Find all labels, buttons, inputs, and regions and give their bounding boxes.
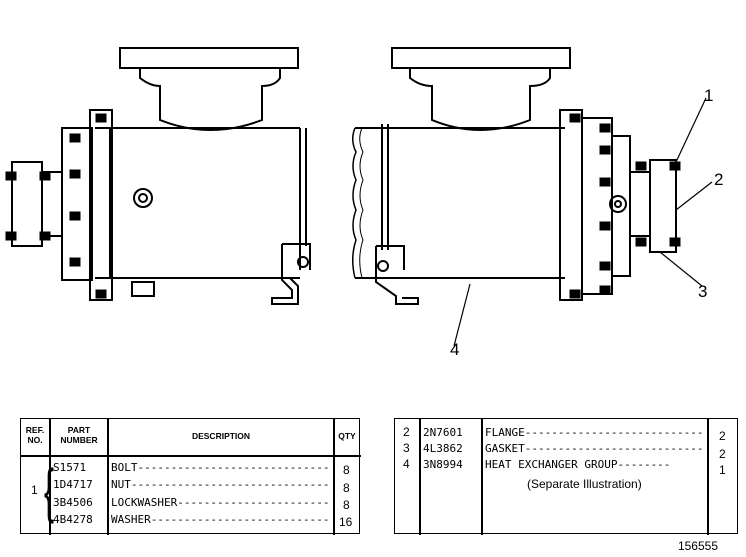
right-top-neck xyxy=(409,68,551,131)
right-row-1-qty: 2 xyxy=(719,429,726,443)
right-parts-table: 2 2N7601 FLANGE-------------------------… xyxy=(394,418,738,535)
leader-4 xyxy=(453,283,471,347)
right-cover-flange xyxy=(649,159,677,253)
left-row-3-part: 3B4506 xyxy=(53,496,93,509)
right-top-flange xyxy=(391,47,571,69)
callout-3: 3 xyxy=(698,282,708,301)
left-row-1-desc: BOLT----------------------------- xyxy=(111,461,330,474)
header-part-number: PART NUMBER xyxy=(60,425,98,445)
right-row-3-part: 3N8994 xyxy=(423,458,463,471)
break-line xyxy=(352,127,357,279)
left-row-3-qty: 8 xyxy=(343,498,350,512)
right-bracket xyxy=(375,124,419,305)
left-row-2-desc: NUT------------------------------ xyxy=(111,478,330,491)
left-top-neck xyxy=(139,68,281,131)
left-row-2-qty: 8 xyxy=(343,481,350,495)
left-top-flange xyxy=(119,47,299,69)
left-row-4-part: 4B4278 xyxy=(53,513,93,526)
callout-1: 1 xyxy=(704,86,714,105)
leader-1 xyxy=(675,97,707,163)
left-row-1-part: S1571 xyxy=(53,461,87,474)
right-cover-body xyxy=(629,171,651,237)
right-row-2-qty: 2 xyxy=(719,447,726,461)
leader-2 xyxy=(675,181,713,211)
heat-exchanger-drawing xyxy=(5,47,713,347)
right-row-1-ref: 2 xyxy=(403,425,410,439)
right-row-3-qty: 1 xyxy=(719,463,726,477)
figure-number: 156555 xyxy=(677,539,718,553)
callout-2: 2 xyxy=(714,170,724,189)
left-row-2-part: 1D4717 xyxy=(53,478,93,491)
right-row-3-desc: HEAT EXCHANGER GROUP-------- xyxy=(485,458,671,471)
right-row-2-desc: GASKET--------------------------- xyxy=(485,442,704,455)
left-row-3-desc: LOCKWASHER----------------------- xyxy=(111,496,330,509)
left-parts-table: REF. NO. PART NUMBER DESCRIPTION QTY 1 {… xyxy=(20,418,361,535)
right-body xyxy=(355,127,565,279)
header-ref-no: REF. NO. xyxy=(25,425,45,445)
right-row-1-part: 2N7601 xyxy=(423,426,463,439)
group-ref-number: 1 xyxy=(31,483,38,497)
right-end-plate xyxy=(559,109,583,301)
left-port xyxy=(133,188,153,208)
left-row-4-qty: 16 xyxy=(339,515,353,529)
left-body xyxy=(95,127,300,279)
right-row-2-part: 4L3862 xyxy=(423,442,463,455)
callout-4: 4 xyxy=(450,340,460,359)
left-end-plate xyxy=(89,109,113,301)
left-cover-body xyxy=(41,171,63,237)
right-table-note: (Separate Illustration) xyxy=(527,477,642,491)
right-row-2-ref: 3 xyxy=(403,441,410,455)
left-bracket xyxy=(271,128,311,305)
right-row-1-desc: FLANGE--------------------------- xyxy=(485,426,704,439)
header-qty: QTY xyxy=(338,431,356,441)
header-description: DESCRIPTION xyxy=(191,431,251,441)
left-row-4-desc: WASHER--------------------------- xyxy=(111,513,330,526)
left-row-1-qty: 8 xyxy=(343,463,350,477)
group-brace: { xyxy=(44,457,55,524)
right-row-3-ref: 4 xyxy=(403,457,410,471)
leader-3 xyxy=(659,251,703,287)
left-end-ring xyxy=(61,127,93,281)
